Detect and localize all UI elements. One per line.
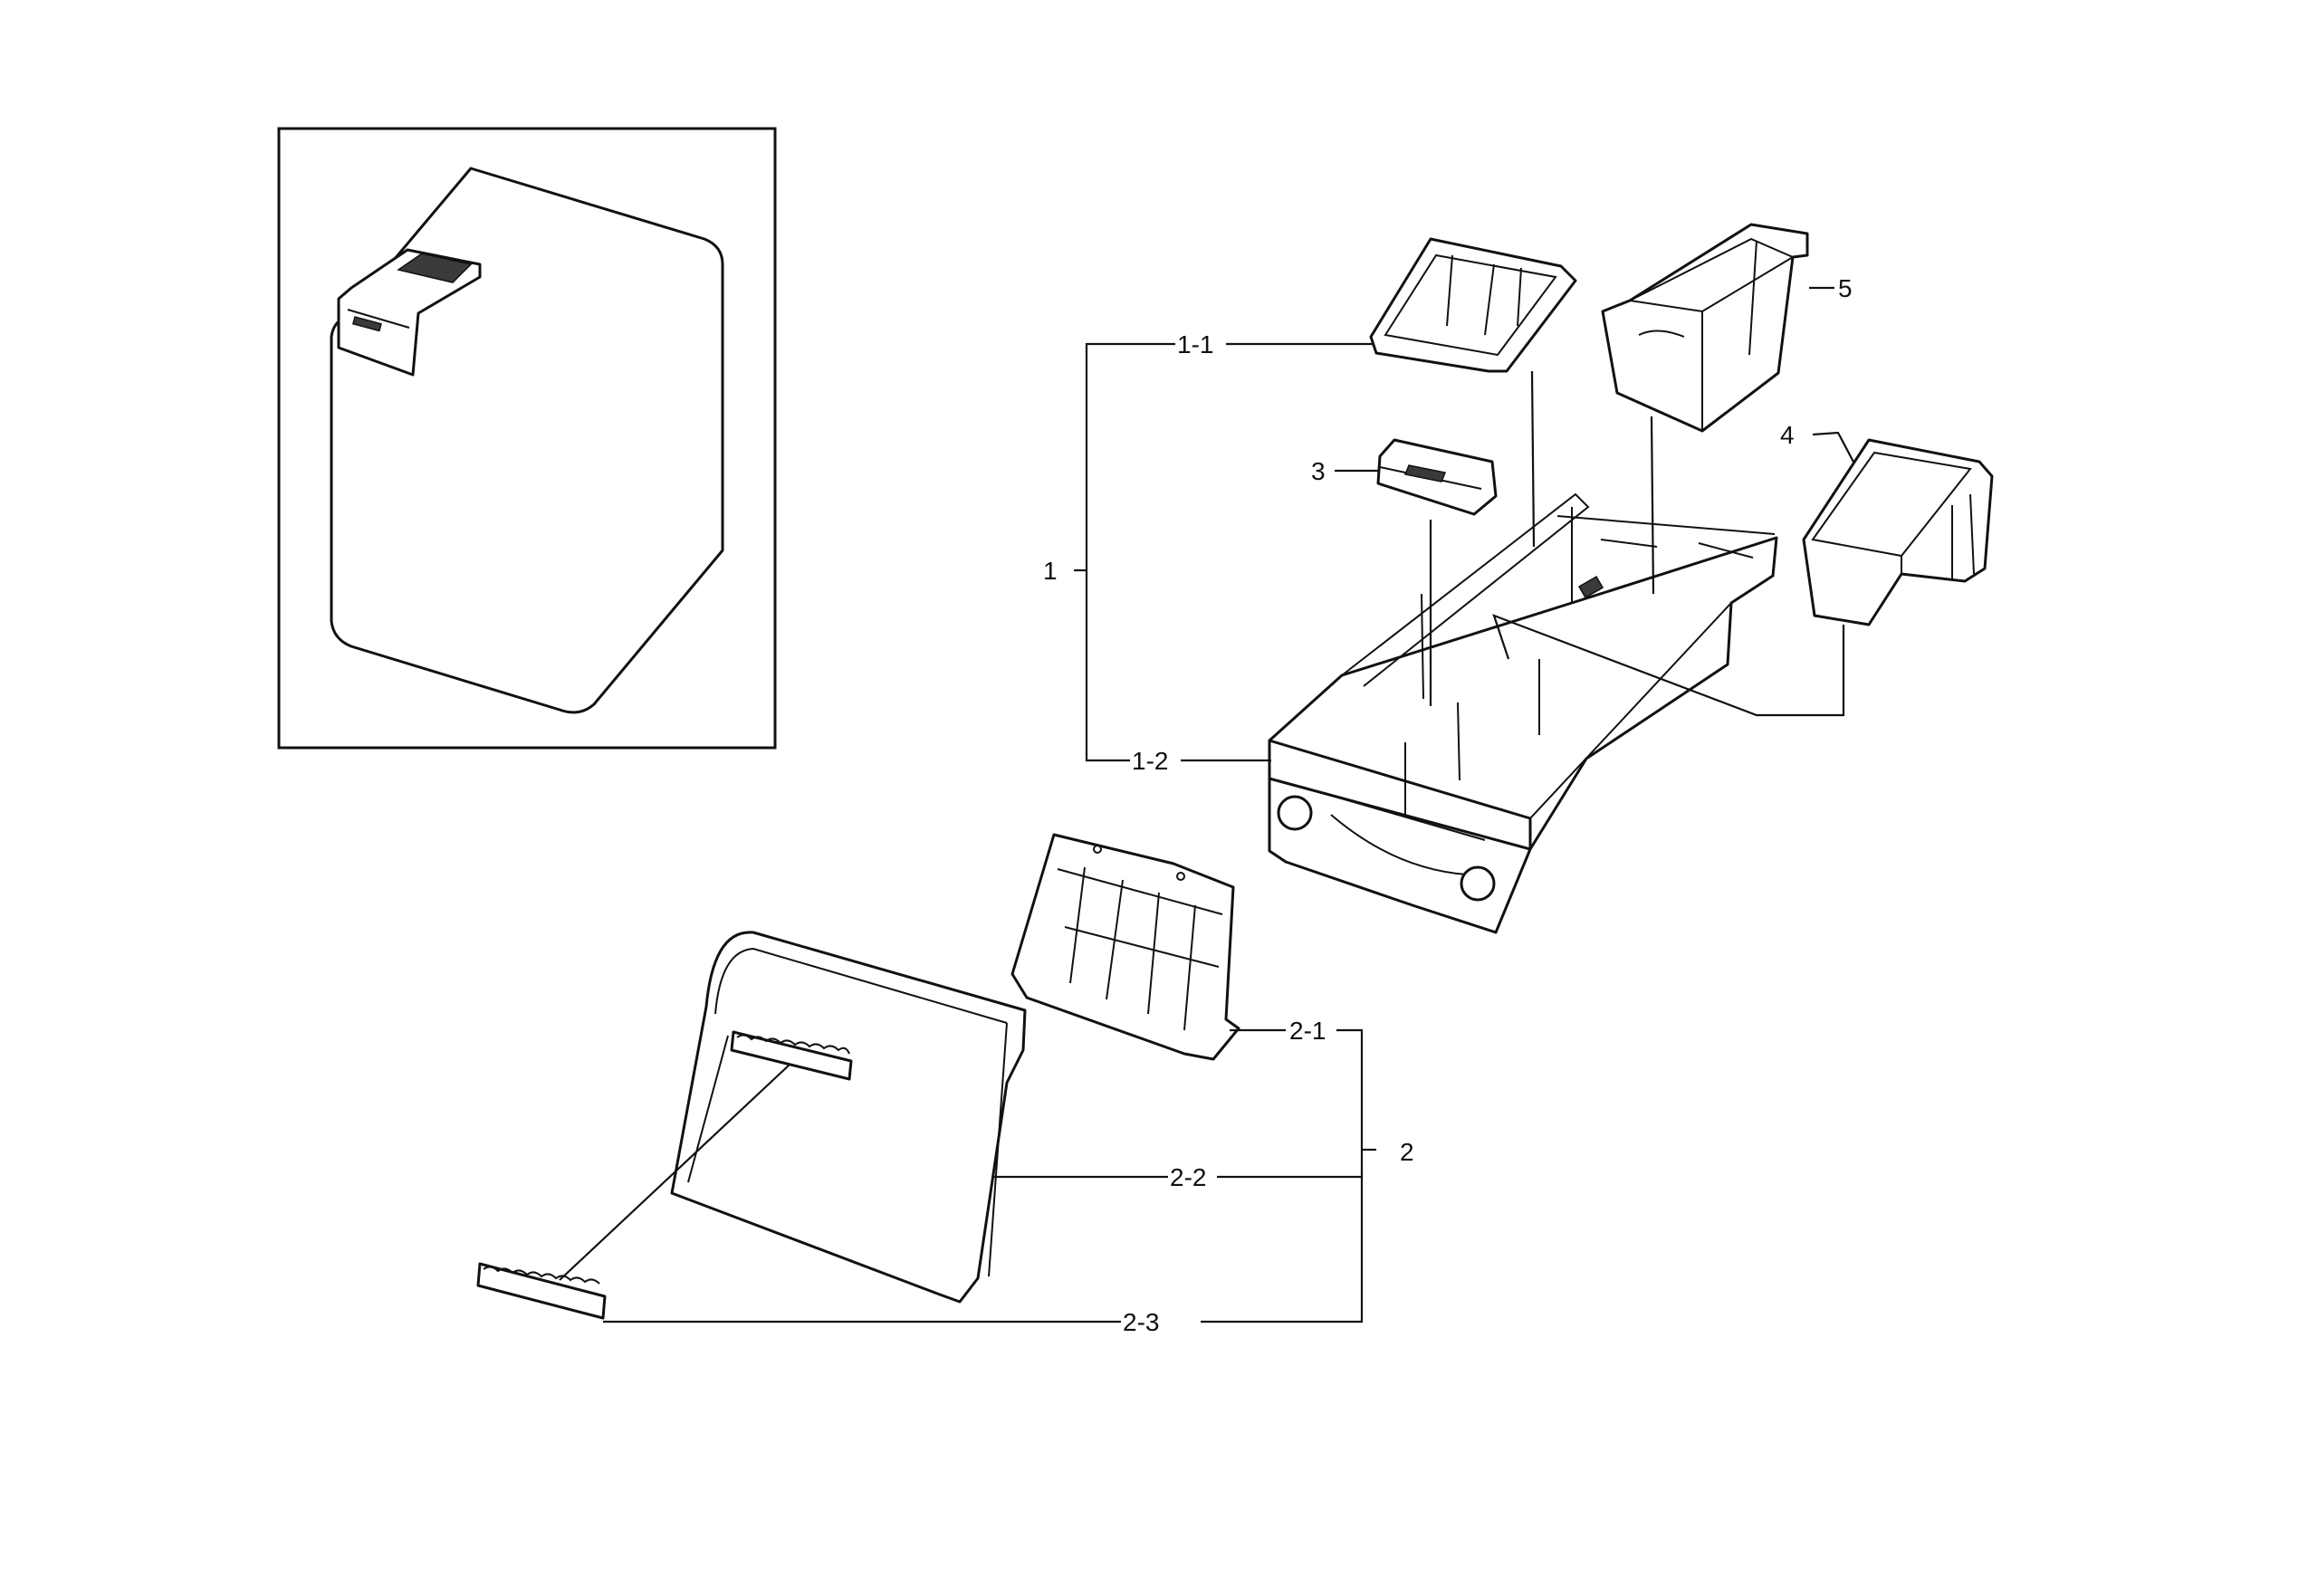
callout-3: 3 <box>1311 457 1326 485</box>
callout-1: 1 <box>1043 557 1058 585</box>
part-4-tray <box>1802 438 1994 626</box>
callout-2: 2 <box>1400 1138 1414 1166</box>
callout-2-2: 2-2 <box>1170 1163 1206 1191</box>
part-2-3-label-on-panel <box>730 1030 853 1081</box>
callout-2-3: 2-3 <box>1123 1308 1159 1336</box>
callout-1-2: 1-2 <box>1132 747 1168 775</box>
inset-overview <box>277 127 777 750</box>
callout-2-1: 2-1 <box>1289 1017 1326 1045</box>
part-3-clip <box>1376 438 1498 516</box>
inset-dispenser-drawer <box>337 248 482 377</box>
leader-lines <box>559 286 1855 1324</box>
part-5-cup <box>1601 223 1809 433</box>
part-2-3-label <box>476 1262 607 1320</box>
part-2-2-panel <box>670 931 1027 1304</box>
callout-5: 5 <box>1838 274 1853 302</box>
part-1-1-cup <box>1369 237 1577 373</box>
part-1-2-housing <box>1268 492 1778 934</box>
callout-1-1: 1-1 <box>1177 330 1213 358</box>
callout-4: 4 <box>1780 421 1795 449</box>
callout-labels: 1 1-1 1-2 3 4 5 2 2-1 2-2 2-3 <box>1043 274 1853 1336</box>
part-2-1-insert <box>1010 833 1240 1061</box>
